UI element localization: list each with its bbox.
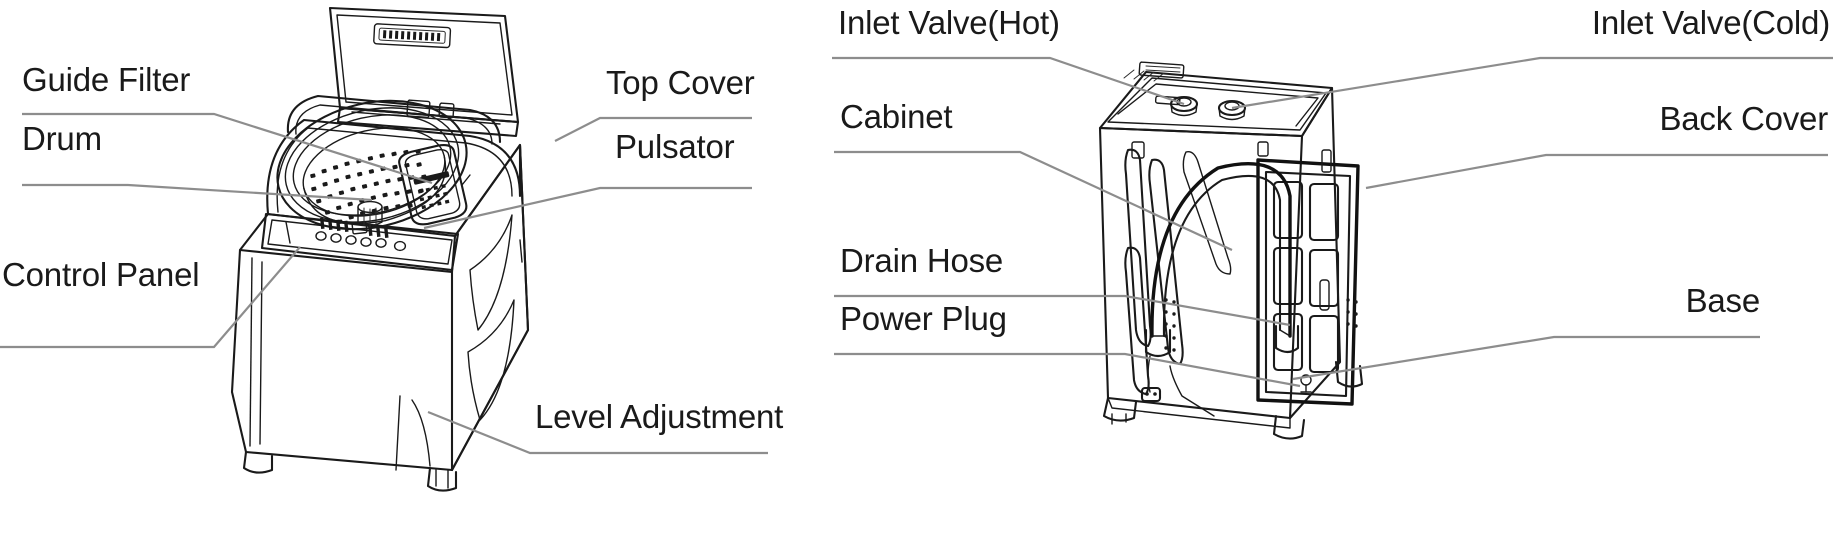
callout-label-inlet-valve-hot: Inlet Valve(Hot) <box>838 4 1060 41</box>
callout-label-pulsator: Pulsator <box>615 128 735 165</box>
leader-drum <box>22 183 373 202</box>
rear-vent-dots <box>1164 298 1358 352</box>
callout-label-base: Base <box>1685 282 1761 319</box>
inlet-valve-cold-part <box>1217 99 1247 121</box>
front-view-illustration <box>230 6 530 492</box>
power-plug-part <box>1140 298 1358 403</box>
drain-hose-part <box>1144 162 1300 358</box>
top-vent-slots <box>1123 69 1165 82</box>
callout-label-level-adjustment: Level Adjustment <box>535 398 784 435</box>
callout-label-back-cover: Back Cover <box>1659 100 1828 137</box>
leader-back-cover <box>1365 153 1828 190</box>
callout-label-inlet-valve-cold: Inlet Valve(Cold) <box>1591 4 1830 41</box>
callout-label-power-plug: Power Plug <box>840 300 1007 337</box>
rear-view-illustration <box>1098 61 1364 440</box>
callout-label-control-panel: Control Panel <box>2 256 200 293</box>
callout-label-drain-hose: Drain Hose <box>840 242 1004 279</box>
guide-filter-part <box>398 144 468 226</box>
leader-base <box>1292 335 1760 381</box>
callout-label-drum: Drum <box>22 120 102 157</box>
callout-label-guide-filter: Guide Filter <box>22 61 191 98</box>
back-cover-part <box>1256 158 1360 406</box>
base-part <box>1102 360 1364 440</box>
callout-label-top-cover: Top Cover <box>606 64 755 101</box>
lid-vent <box>373 23 452 49</box>
inlet-valve-hot-part <box>1169 95 1199 117</box>
pulsator-part <box>357 200 383 228</box>
leader-cabinet <box>834 150 1233 251</box>
control-panel-buttons <box>315 231 407 252</box>
leader-power-plug <box>834 352 1301 388</box>
control-panel-indicators <box>320 217 389 238</box>
drum-perforations <box>310 149 427 225</box>
cabinet-side-ribs <box>1124 148 1232 417</box>
leader-pulsator <box>423 186 752 230</box>
back-cover-fastener <box>1300 374 1312 393</box>
callout-label-cabinet: Cabinet <box>840 98 953 135</box>
